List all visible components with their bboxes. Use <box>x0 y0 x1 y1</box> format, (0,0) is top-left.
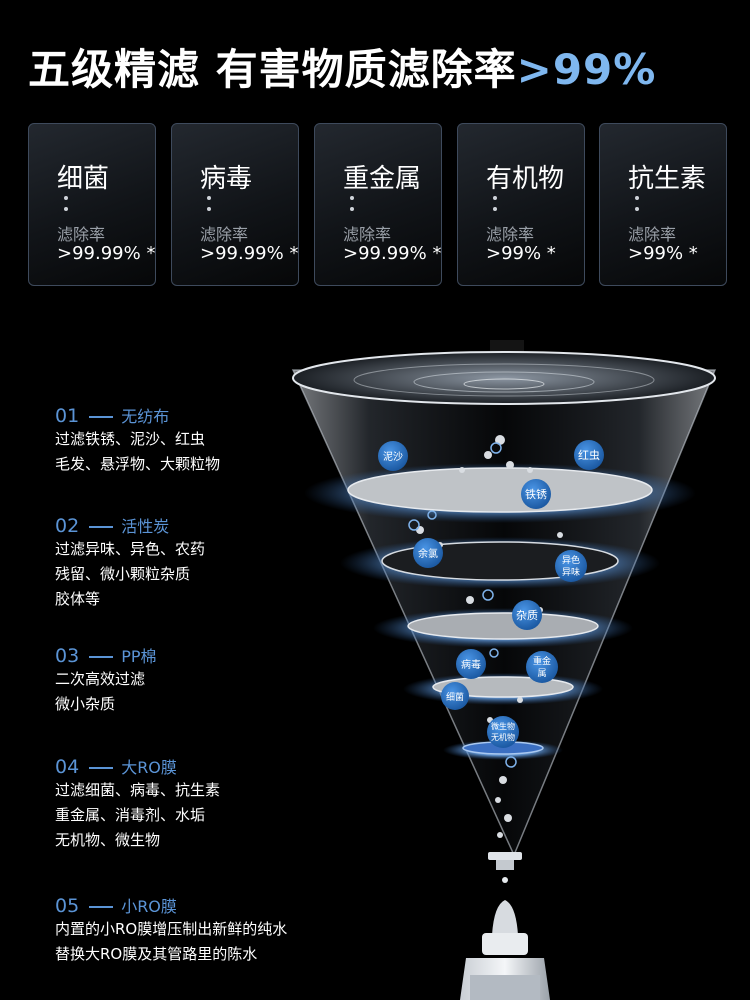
card-rate-value: >99% * <box>486 243 556 264</box>
card-name: 细菌 <box>57 164 110 194</box>
step-heading: 05 小RO膜 <box>55 893 287 917</box>
step-5: 05 小RO膜 内置的小RO膜增压制出新鲜的纯水 替换大RO膜及其管路里的陈水 <box>55 893 287 967</box>
bubble-text: 病毒 <box>461 658 481 671</box>
step-desc: 微小杂质 <box>55 695 116 713</box>
bubble-impurity: 杂质 <box>512 600 542 630</box>
step-name: 小RO膜 <box>121 897 177 916</box>
step-desc: 二次高效过滤 <box>55 670 146 688</box>
step-3: 03 PP棉 二次高效过滤 微小杂质 <box>55 643 157 717</box>
faucet-outlet <box>488 852 522 883</box>
bubble-worm: 红虫 <box>574 440 604 470</box>
ripple <box>413 371 595 393</box>
dots-icon <box>635 196 639 218</box>
particles <box>416 435 563 838</box>
step-number: 01 <box>55 405 80 427</box>
step-name: 无纺布 <box>121 407 170 426</box>
step-desc: 胶体等 <box>55 590 101 608</box>
step-desc: 无机物、微生物 <box>55 831 161 849</box>
bubble-text: 杂质 <box>516 609 538 622</box>
card-name: 重金属 <box>343 164 422 194</box>
dots-icon <box>207 196 211 218</box>
step-desc: 过滤异味、异色、农药 <box>55 540 206 558</box>
step-number: 02 <box>55 515 80 537</box>
bubble-text: 微生物 <box>491 721 515 731</box>
page-title: 五级精滤 有害物质滤除率>99% <box>28 36 656 97</box>
step-number: 05 <box>55 895 80 917</box>
bubble-text: 异味 <box>562 566 580 578</box>
bubble-text: 铁锈 <box>525 488 547 501</box>
card-name: 病毒 <box>200 164 253 194</box>
step-desc: 残留、微小颗粒杂质 <box>55 565 191 583</box>
step-heading: 03 PP棉 <box>55 643 157 667</box>
title-accent: >99% <box>516 45 657 94</box>
bubble-text: 重金 <box>533 655 551 667</box>
card-rate-label: 滤除率 <box>57 225 106 244</box>
card-name: 抗生素 <box>628 164 707 194</box>
card-rate-label: 滤除率 <box>486 225 535 244</box>
card-virus: 病毒 滤除率 >99.99% * <box>171 123 299 286</box>
step-number: 04 <box>55 756 80 778</box>
card-rate-value: >99.99% * <box>200 243 299 264</box>
card-organic: 有机物 滤除率 >99% * <box>457 123 585 286</box>
baby-bottle <box>460 900 550 1000</box>
ripple <box>463 378 545 390</box>
air-bubbles <box>408 442 517 768</box>
card-antibiotic: 抗生素 滤除率 >99% * <box>599 123 727 286</box>
dots-icon <box>493 196 497 218</box>
bubble-bacteria: 细菌 <box>441 682 469 710</box>
dash-icon <box>89 766 114 769</box>
dash-icon <box>89 905 114 908</box>
dash-icon <box>89 525 114 528</box>
layer-nonwoven <box>347 467 653 513</box>
card-heavy-metal: 重金属 滤除率 >99.99% * <box>314 123 442 286</box>
step-2: 02 活性炭 过滤异味、异色、农药 残留、微小颗粒杂质 胶体等 <box>55 513 205 612</box>
card-rate-value: >99.99% * <box>57 243 156 264</box>
card-rate-value: >99% * <box>628 243 698 264</box>
step-name: 活性炭 <box>121 517 170 536</box>
step-heading: 04 大RO膜 <box>55 754 220 778</box>
bubble-text: 异色 <box>562 554 580 566</box>
dash-icon <box>89 415 114 418</box>
bubble-microbe: 微生物 无机物 <box>487 716 519 748</box>
step-4: 04 大RO膜 过滤细菌、病毒、抗生素 重金属、消毒剂、水垢 无机物、微生物 <box>55 754 220 853</box>
bubble-text: 无机物 <box>491 732 515 742</box>
bubble-chlorine: 余氯 <box>413 538 443 568</box>
bubble-text: 泥沙 <box>383 450 403 463</box>
step-desc: 毛发、悬浮物、大颗粒物 <box>55 455 221 473</box>
card-name: 有机物 <box>486 164 565 194</box>
step-1: 01 无纺布 过滤铁锈、泥沙、红虫 毛发、悬浮物、大颗粒物 <box>55 403 220 477</box>
bubble-virus: 病毒 <box>456 649 486 679</box>
dash-icon <box>89 655 114 658</box>
step-number: 03 <box>55 645 80 667</box>
card-rate-value: >99.99% * <box>343 243 442 264</box>
step-heading: 02 活性炭 <box>55 513 205 537</box>
bubble-mud: 泥沙 <box>378 441 408 471</box>
step-desc: 替换大RO膜及其管路里的陈水 <box>55 945 258 963</box>
bubble-text: 属 <box>537 668 546 679</box>
dots-icon <box>64 196 68 218</box>
ripple <box>353 363 655 397</box>
bubble-text: 余氯 <box>418 547 438 560</box>
bubble-rust: 铁锈 <box>521 479 551 509</box>
card-rate-label: 滤除率 <box>200 225 249 244</box>
step-desc: 过滤细菌、病毒、抗生素 <box>55 781 221 799</box>
layer-pp <box>407 612 599 640</box>
title-main: 五级精滤 有害物质滤除率 <box>28 45 517 94</box>
step-name: PP棉 <box>121 647 157 666</box>
step-heading: 01 无纺布 <box>55 403 220 427</box>
contaminant-cards: 细菌 滤除率 >99.99% * 病毒 滤除率 >99.99% * 重金属 滤除… <box>28 123 727 288</box>
step-desc: 内置的小RO膜增压制出新鲜的纯水 <box>55 920 288 938</box>
step-desc: 过滤铁锈、泥沙、红虫 <box>55 430 206 448</box>
bubble-metal: 重金 属 <box>526 651 558 683</box>
dots-icon <box>350 196 354 218</box>
bubble-text: 红虫 <box>578 449 600 462</box>
bubble-text: 细菌 <box>446 691 464 703</box>
card-rate-label: 滤除率 <box>343 225 392 244</box>
card-bacteria: 细菌 滤除率 >99.99% * <box>28 123 156 286</box>
step-desc: 重金属、消毒剂、水垢 <box>55 806 206 824</box>
card-rate-label: 滤除率 <box>628 225 677 244</box>
step-name: 大RO膜 <box>121 758 177 777</box>
bubble-odor: 异色 异味 <box>555 550 587 582</box>
